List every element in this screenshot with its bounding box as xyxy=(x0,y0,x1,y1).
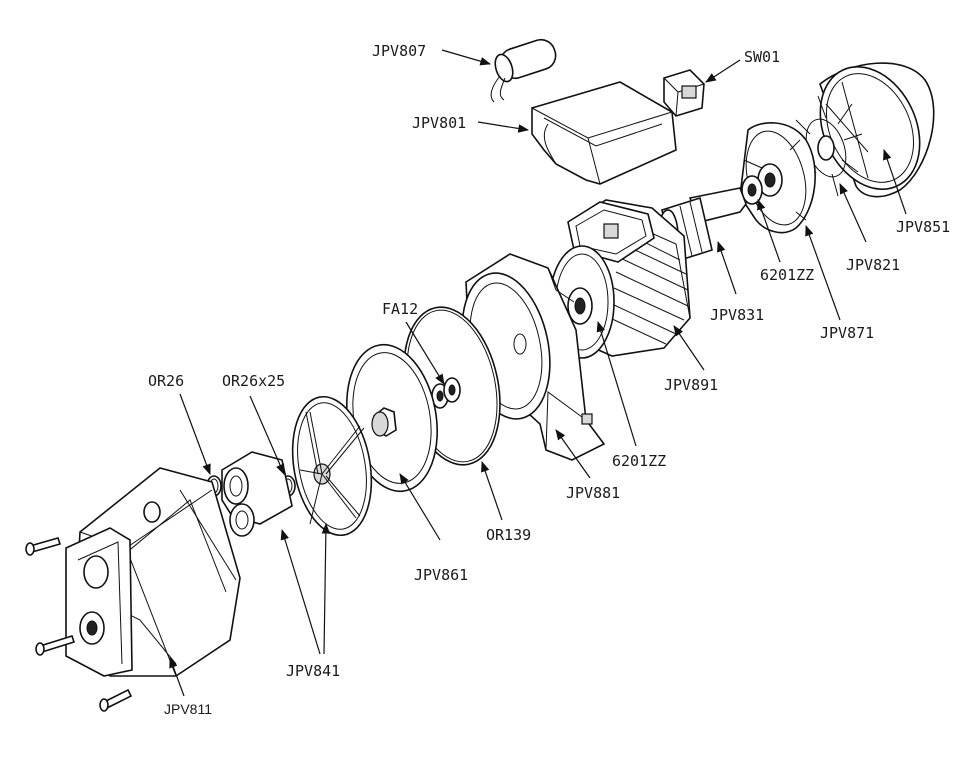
or139-leader xyxy=(481,460,503,521)
label-jpv861: JPV861 xyxy=(414,566,468,584)
jpv807-leader xyxy=(441,49,492,66)
diffuser-part xyxy=(291,395,373,537)
jpv801-leader xyxy=(477,121,530,133)
label-sw01: SW01 xyxy=(744,48,780,66)
or26-leader xyxy=(179,393,211,476)
label-jpv881: JPV881 xyxy=(566,484,620,502)
label-jpv807: JPV807 xyxy=(372,42,426,60)
jpv861-leader xyxy=(399,473,441,541)
screw-part xyxy=(35,635,76,656)
label-jpv891: JPV891 xyxy=(664,376,718,394)
label-fa12: FA12 xyxy=(382,300,418,318)
label-jpv801: JPV801 xyxy=(412,114,466,132)
label-or26x25: OR26x25 xyxy=(222,372,285,390)
jpv821-leader xyxy=(839,183,867,243)
label-jpv841: JPV841 xyxy=(286,662,340,680)
jpv851-leader xyxy=(883,148,907,215)
jpv831-leader xyxy=(717,240,737,295)
capacitor-part xyxy=(490,38,557,103)
screw-part xyxy=(25,537,62,556)
impeller-part xyxy=(346,343,438,493)
jpv841-leader-right xyxy=(321,522,331,655)
jpv841-leader-left xyxy=(280,528,321,655)
rear-bearing-part xyxy=(741,175,763,205)
label-jpv851: JPV851 xyxy=(896,218,950,236)
jpv871-leader xyxy=(805,224,841,321)
jpv881-leader xyxy=(555,429,591,479)
fan-part xyxy=(793,95,863,197)
label-or26: OR26 xyxy=(148,372,184,390)
venturi-part xyxy=(221,451,293,537)
sw01-leader xyxy=(705,59,741,83)
label-6201zz-top: 6201ZZ xyxy=(760,266,814,284)
jpv811-leader xyxy=(169,656,185,697)
pump-body-part xyxy=(65,467,241,677)
motor-body-part xyxy=(549,199,691,359)
fa12-leader xyxy=(405,321,445,385)
terminal-box-cover-part xyxy=(531,81,677,185)
label-jpv871: JPV871 xyxy=(820,324,874,342)
label-jpv821: JPV821 xyxy=(846,256,900,274)
fan-cover-part xyxy=(819,62,935,198)
or26x25-leader xyxy=(249,395,285,475)
6201zz-top-leader xyxy=(757,198,781,263)
label-6201zz-bottom: 6201ZZ xyxy=(612,452,666,470)
switch-part xyxy=(663,69,705,117)
jpv891-leader xyxy=(673,325,705,371)
label-jpv811: JPV811 xyxy=(164,701,212,717)
screw-part xyxy=(99,688,133,712)
6201zz-bottom-leader xyxy=(596,320,637,447)
label-jpv831: JPV831 xyxy=(710,306,764,324)
mechanical-seal-part xyxy=(431,377,461,409)
label-or139: OR139 xyxy=(486,526,531,544)
